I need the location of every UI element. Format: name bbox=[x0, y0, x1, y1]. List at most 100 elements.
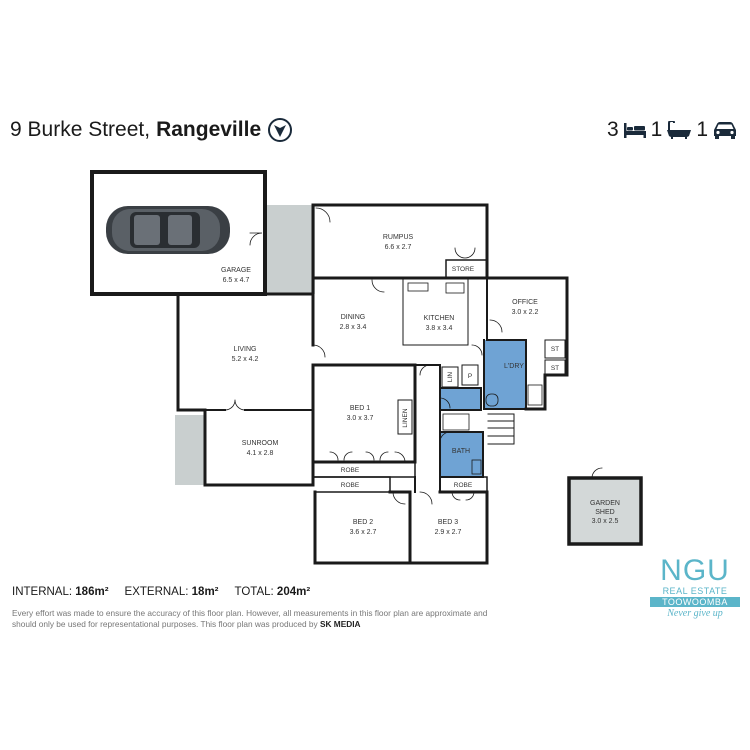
door-swing bbox=[439, 431, 451, 443]
garden-shed-label-1: GARDEN bbox=[590, 500, 620, 507]
property-stats: 3 1 1 bbox=[607, 118, 738, 142]
disclaimer-producer: SK MEDIA bbox=[319, 618, 361, 629]
store-label: STORE bbox=[452, 266, 475, 273]
kitchen-label: KITCHEN bbox=[424, 315, 455, 322]
garden-shed-floor bbox=[569, 478, 641, 544]
bed2-bed3-walls bbox=[313, 490, 489, 565]
linen-label: LINEN bbox=[402, 408, 409, 427]
car-graphic bbox=[106, 206, 230, 254]
door-swing bbox=[591, 467, 603, 479]
kitchen-size: 3.8 x 3.4 bbox=[426, 325, 453, 332]
bed2-size: 3.6 x 2.7 bbox=[350, 529, 377, 536]
store-cupboard-st2 bbox=[544, 359, 566, 375]
kitchen-bench bbox=[402, 279, 469, 346]
door-swing bbox=[371, 279, 385, 293]
disclaimer-text: Every effort was made to ensure the accu… bbox=[12, 608, 488, 629]
garden-shed-label-2: SHED bbox=[595, 509, 614, 516]
st2-label: ST bbox=[551, 365, 559, 372]
door-swing bbox=[312, 344, 326, 358]
toilet-floor bbox=[441, 388, 481, 410]
internal-area: INTERNAL: 186m² bbox=[12, 586, 109, 598]
logo-line1: REAL ESTATE bbox=[662, 586, 728, 596]
bath-icon bbox=[667, 121, 692, 139]
door-swing bbox=[249, 232, 263, 246]
toilet-walls bbox=[439, 387, 482, 411]
agency-logo: NGU REAL ESTATE TOOWOOMBA Never give up bbox=[650, 556, 740, 619]
logo-main-text: NGU bbox=[660, 554, 730, 587]
total-area-value: 204m² bbox=[276, 586, 311, 598]
total-area-label: TOTAL: bbox=[234, 586, 274, 598]
disclaimer: Every effort was made to ensure the accu… bbox=[12, 608, 502, 630]
dining-label: DINING bbox=[341, 314, 366, 321]
door-swing bbox=[394, 451, 406, 463]
pantry-cupboard bbox=[461, 364, 479, 386]
logo-tagline: Never give up bbox=[667, 608, 723, 619]
robe1-label: ROBE bbox=[341, 467, 360, 474]
kitchen-sink bbox=[407, 282, 429, 292]
external-area-value: 18m² bbox=[191, 586, 219, 598]
office-label: OFFICE bbox=[512, 299, 538, 306]
robe-row-1 bbox=[314, 461, 416, 478]
total-area: TOTAL: 204m² bbox=[235, 586, 311, 598]
linen-cupboard-small bbox=[441, 366, 459, 388]
toilet-fixture bbox=[485, 393, 499, 407]
shower-fixture bbox=[442, 413, 470, 431]
external-area: EXTERNAL: 18m² bbox=[125, 586, 219, 598]
north-compass-icon bbox=[268, 118, 293, 142]
rumpus-label: RUMPUS bbox=[383, 234, 414, 241]
door-swing bbox=[315, 207, 331, 223]
door-swing bbox=[329, 451, 389, 461]
door-swing bbox=[489, 319, 503, 333]
bed2-label: BED 2 bbox=[353, 519, 373, 526]
door-swing bbox=[471, 344, 483, 356]
car-count-value: 1 bbox=[696, 118, 708, 141]
kitchen-cooktop bbox=[445, 282, 465, 294]
garden-shed-walls bbox=[567, 476, 643, 546]
property-address: 9 Burke Street, Rangeville bbox=[10, 117, 293, 143]
steps bbox=[487, 413, 515, 445]
garage-size: 6.5 x 4.7 bbox=[223, 277, 250, 284]
side-deck-area bbox=[175, 415, 205, 485]
lin-label: LIN bbox=[447, 372, 454, 382]
dining-size: 2.8 x 3.4 bbox=[340, 324, 367, 331]
bedroom-count: 3 bbox=[607, 118, 647, 142]
bed1-size: 3.0 x 3.7 bbox=[347, 415, 374, 422]
sunroom-label: SUNROOM bbox=[242, 440, 279, 447]
rumpus-size: 6.6 x 2.7 bbox=[385, 244, 412, 251]
garage-label: GARAGE bbox=[221, 267, 251, 274]
area-summary: INTERNAL: 186m² EXTERNAL: 18m² TOTAL: 20… bbox=[12, 586, 310, 598]
external-area-label: EXTERNAL: bbox=[124, 586, 189, 598]
living-label: LIVING bbox=[234, 346, 257, 353]
internal-area-value: 186m² bbox=[75, 586, 109, 598]
bath-floor bbox=[441, 432, 482, 476]
door-swing bbox=[454, 247, 476, 259]
address-suburb: Rangeville bbox=[156, 118, 262, 141]
living-size: 5.2 x 4.2 bbox=[232, 356, 259, 363]
bedroom-count-value: 3 bbox=[606, 118, 619, 141]
car-count: 1 bbox=[696, 118, 738, 142]
robe2-label: ROBE bbox=[341, 482, 360, 489]
porch-area bbox=[265, 205, 315, 294]
st1-label: ST bbox=[551, 346, 559, 353]
garden-shed-size: 3.0 x 2.5 bbox=[592, 518, 619, 525]
laundry-tub bbox=[527, 384, 543, 406]
bath-label: BATH bbox=[452, 448, 470, 455]
office-wall bbox=[486, 277, 527, 341]
vanity-fixture bbox=[471, 459, 482, 475]
bed1-walls bbox=[313, 363, 417, 464]
logo-line2: TOOWOOMBA bbox=[650, 597, 740, 607]
bathroom-count: 1 bbox=[651, 118, 693, 142]
door-swing bbox=[439, 397, 451, 409]
door-swing bbox=[419, 491, 433, 505]
laundry-floor bbox=[484, 340, 526, 409]
store-wall bbox=[445, 259, 488, 279]
address-street: 9 Burke Street, bbox=[10, 118, 151, 141]
p-label: P bbox=[468, 373, 472, 380]
bed1-label: BED 1 bbox=[350, 405, 370, 412]
linen-cupboard bbox=[397, 399, 413, 435]
main-house-walls bbox=[311, 203, 569, 411]
robe3-label: ROBE bbox=[454, 482, 473, 489]
bed3-label: BED 3 bbox=[438, 519, 458, 526]
bathroom-count-value: 1 bbox=[650, 118, 663, 141]
